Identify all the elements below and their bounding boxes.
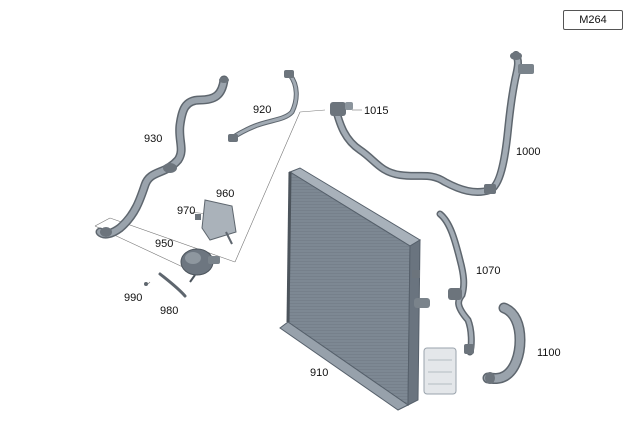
callout-980: 980: [160, 305, 179, 317]
callout-960: 960: [216, 188, 235, 200]
part-980-hose: [144, 272, 187, 298]
part-1070-hose: [436, 210, 475, 356]
callout-970: 970: [177, 205, 196, 217]
callout-1070: 1070: [476, 265, 501, 277]
part-920-hose: [228, 70, 299, 142]
callout-990: 990: [124, 292, 143, 304]
part-960-bracket: [195, 199, 237, 245]
part-950-pump: [180, 248, 220, 283]
part-1000-hose: [330, 51, 534, 196]
model-code-badge: M264: [563, 10, 623, 30]
callout-930: 930: [144, 133, 163, 145]
expansion-tank: [423, 347, 457, 395]
callout-1000: 1000: [516, 146, 541, 158]
callout-920: 920: [253, 104, 272, 116]
callout-910: 910: [310, 367, 329, 379]
part-930-hose: [95, 75, 229, 239]
callout-1100: 1100: [537, 347, 561, 359]
part-1100-hose: [482, 302, 526, 384]
callout-1015: 1015: [364, 105, 389, 117]
callout-950: 950: [155, 238, 174, 250]
part-910-radiator: [279, 167, 430, 411]
